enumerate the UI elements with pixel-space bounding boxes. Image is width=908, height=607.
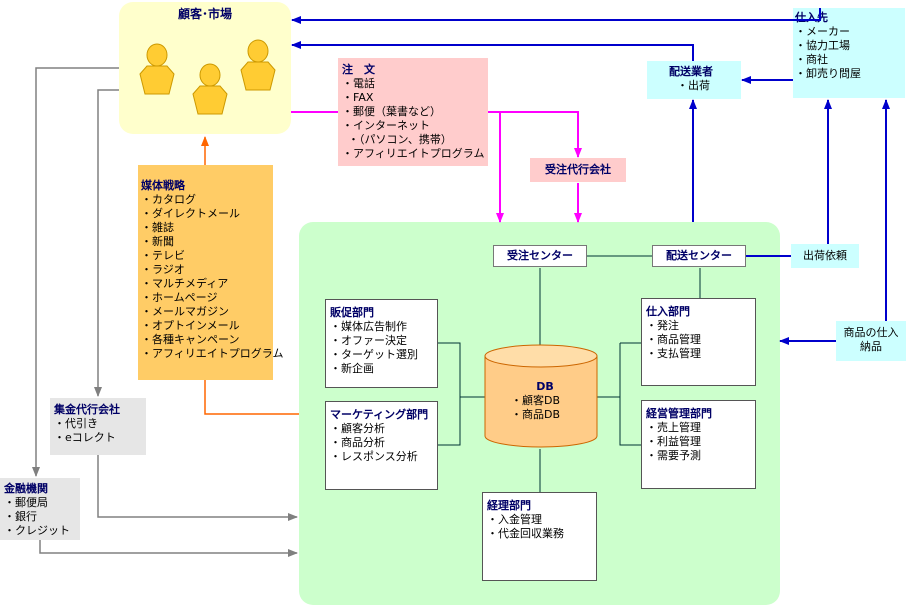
sales-promotion-dept: 販促部門 媒体広告制作 オファー決定 ターゲット選別 新企画 [325, 299, 438, 388]
person-icon [139, 43, 175, 95]
media-item: マルチメディア [141, 277, 269, 291]
delivery-center-title: 配送センター [666, 249, 732, 262]
order-item-note: （パソコン、携帯） [342, 133, 484, 147]
dept-item: 新企画 [330, 362, 433, 376]
dept-item: 媒体広告制作 [330, 320, 433, 334]
goods-receipt-box: 商品の仕入 納品 [836, 321, 906, 361]
db-item: 顧客DB [505, 394, 585, 408]
supplier-box: 仕入先 メーカー 協力工場 商社 卸売り問屋 [793, 8, 905, 98]
management-dept: 経営管理部門 売上管理 利益管理 需要予測 [641, 400, 756, 489]
finance-item: 銀行 [4, 510, 76, 524]
collection-item: 代引き [54, 417, 142, 431]
dept-item: 商品管理 [646, 333, 751, 347]
dept-item: オファー決定 [330, 334, 433, 348]
delivery-item: 出荷 [669, 79, 741, 93]
collection-item: eコレクト [54, 431, 142, 445]
finance-item: 郵便局 [4, 496, 76, 510]
sales-promotion-title: 販促部門 [330, 306, 374, 319]
media-item: オプトインメール [141, 319, 269, 333]
media-item: ホームページ [141, 291, 269, 305]
db-item: 商品DB [505, 408, 585, 422]
dept-item: 売上管理 [646, 421, 751, 435]
order-item: アフィリエイトプログラム [342, 147, 484, 161]
customer-market-title: 顧客･市場 [177, 7, 232, 21]
delivery-center-box: 配送センター [652, 245, 746, 267]
dept-item: 発注 [646, 319, 751, 333]
dept-item: 入金管理 [487, 513, 592, 527]
media-item: テレビ [141, 249, 269, 263]
supplier-item: 協力工場 [795, 39, 903, 53]
shipping-request-box: 出荷依頼 [791, 244, 859, 268]
media-item: 新聞 [141, 235, 269, 249]
accounting-title: 経理部門 [487, 499, 531, 512]
order-agent-title: 受注代行会社 [545, 163, 611, 176]
goods-receipt-line1: 商品の仕入 [843, 326, 899, 339]
goods-receipt-line2: 納品 [860, 340, 882, 353]
media-item: ダイレクトメール [141, 207, 269, 221]
supplier-item: 商社 [795, 53, 903, 67]
shipping-request-label: 出荷依頼 [803, 249, 847, 262]
media-item: 各種キャンペーン [141, 333, 269, 347]
dept-item: ターゲット選別 [330, 348, 433, 362]
media-item: アフィリエイトプログラム [141, 347, 283, 361]
finance-item: クレジット [4, 524, 76, 538]
order-center-title: 受注センター [507, 249, 573, 262]
supplier-item: メーカー [795, 25, 903, 39]
order-agent-box: 受注代行会社 [530, 158, 626, 182]
marketing-title: マーケティング部門 [330, 408, 429, 421]
person-icon [192, 63, 228, 115]
financial-institution-title: 金融機関 [4, 482, 48, 495]
dept-item: 顧客分析 [330, 422, 433, 436]
order-title: 注 文 [342, 63, 375, 76]
order-item: インターネット [342, 119, 484, 133]
order-center-box: 受注センター [493, 245, 587, 267]
accounting-dept: 経理部門 入金管理 代金回収業務 [482, 492, 597, 581]
delivery-company-title: 配送業者 [669, 65, 713, 78]
dept-item: 商品分析 [330, 436, 433, 450]
person-icon [240, 39, 276, 91]
dept-item: 利益管理 [646, 435, 751, 449]
media-strategy-box: 媒体戦略 カタログ ダイレクトメール 雑誌 新聞 テレビ ラジオ マルチメディア… [138, 165, 283, 380]
media-item: メールマガジン [141, 305, 269, 319]
order-box: 注 文 電話 FAX 郵便（葉書など） インターネット （パソコン、携帯） アフ… [338, 58, 488, 166]
financial-institution-box: 金融機関 郵便局 銀行 クレジット [0, 478, 80, 540]
dept-item: 代金回収業務 [487, 527, 592, 541]
media-item: カタログ [141, 193, 269, 207]
purchasing-title: 仕入部門 [646, 305, 690, 318]
dept-item: レスポンス分析 [330, 450, 433, 464]
dept-item: 需要予測 [646, 449, 751, 463]
media-item: 雑誌 [141, 221, 269, 235]
media-item: ラジオ [141, 263, 269, 277]
db-label: DB 顧客DB 商品DB [505, 380, 585, 422]
order-item: 電話 [342, 77, 484, 91]
db-title: DB [536, 380, 554, 393]
purchasing-dept: 仕入部門 発注 商品管理 支払管理 [641, 298, 756, 386]
dept-item: 支払管理 [646, 347, 751, 361]
marketing-dept: マーケティング部門 顧客分析 商品分析 レスポンス分析 [325, 401, 438, 490]
order-item: FAX [342, 91, 484, 105]
collection-agent-title: 集金代行会社 [54, 403, 120, 416]
order-item: 郵便（葉書など） [342, 105, 484, 119]
management-title: 経営管理部門 [646, 407, 712, 420]
collection-agent-box: 集金代行会社 代引き eコレクト [50, 398, 146, 455]
supplier-item: 卸売り問屋 [795, 67, 903, 81]
delivery-company-box: 配送業者 出荷 [647, 61, 741, 99]
media-strategy-title: 媒体戦略 [141, 179, 185, 192]
